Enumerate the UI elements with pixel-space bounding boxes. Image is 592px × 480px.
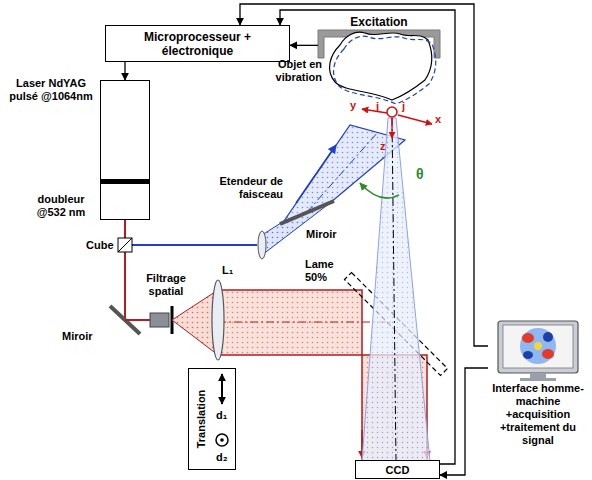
axis-y xyxy=(362,109,387,113)
translation-arrow xyxy=(221,374,223,404)
mode-lobe xyxy=(534,342,542,350)
beam-expander-lens xyxy=(258,231,266,259)
node-text: d₂ xyxy=(216,451,228,464)
translation-stage: Translation d₁ d₂ xyxy=(188,368,236,470)
out-of-plane-symbol xyxy=(216,434,228,446)
beam-axis xyxy=(218,322,392,323)
node-text: CCD xyxy=(386,463,410,476)
signal-connector xyxy=(124,62,125,80)
reference-beam xyxy=(124,220,126,320)
node-text: Translation xyxy=(195,390,208,449)
part-label: Lame 50% xyxy=(305,258,350,284)
objective xyxy=(150,313,169,327)
controller-box: Microprocesseur + électronique xyxy=(105,25,290,62)
signal-connector xyxy=(290,45,318,46)
cube xyxy=(118,238,132,252)
cube-diagonal xyxy=(118,238,132,252)
monitor xyxy=(498,321,578,373)
part-label: z xyxy=(380,140,386,153)
mode-shape xyxy=(520,328,556,364)
axis-x xyxy=(398,115,432,124)
reference-beam xyxy=(125,319,150,321)
part-label: y xyxy=(350,99,356,112)
part-label: Cube xyxy=(86,239,114,252)
part-label: Miroir xyxy=(62,330,93,343)
camera-axis xyxy=(392,118,396,461)
screen xyxy=(503,325,573,368)
node-text: Excitation xyxy=(318,15,440,29)
mirror xyxy=(280,201,334,224)
lens xyxy=(212,280,224,360)
part-label: Objet en vibration xyxy=(258,58,322,84)
signal-connector xyxy=(440,368,488,475)
monitor-base xyxy=(520,378,556,381)
part-label: Etendeur de faisceau xyxy=(203,175,283,201)
node-text: doubleur @532 nm xyxy=(27,193,95,219)
node-text: Laser NdYAG pulsé @1064nm xyxy=(9,77,93,103)
computer: Interface homme-machine +acquisition +tr… xyxy=(488,318,588,449)
node-text: Interface homme-machine +acquisition +tr… xyxy=(488,382,588,447)
measurement-point xyxy=(387,107,397,117)
mode-lobe xyxy=(543,332,553,342)
part-label: θ xyxy=(416,166,424,182)
mode-lobe xyxy=(523,351,533,359)
part-label: L₁ xyxy=(222,264,233,277)
laser-box: Laser NdYAG pulsé @1064nmdoubleur @532 n… xyxy=(100,80,150,220)
part-label: x xyxy=(435,113,441,126)
speckle-beam xyxy=(362,118,430,461)
beam-arrow xyxy=(296,145,336,203)
axis-z xyxy=(391,118,392,138)
displaced-object xyxy=(334,36,436,104)
node-text: Microprocesseur + électronique xyxy=(133,30,263,58)
laser-body xyxy=(100,80,150,220)
monitor-stand xyxy=(530,373,546,378)
part-label: j xyxy=(402,100,405,113)
beam-axis xyxy=(307,132,378,212)
mode-lobe xyxy=(542,349,554,359)
part-label: j xyxy=(376,100,379,113)
excitation-shaker: Excitation xyxy=(318,15,440,58)
node-text: d₁ xyxy=(216,409,227,422)
angle-arc xyxy=(360,183,399,198)
out-of-plane-dot xyxy=(220,438,224,442)
part-label: Filtrage spatial xyxy=(136,272,196,298)
doubler-divider xyxy=(100,179,150,184)
ccd-camera: CCD xyxy=(355,460,440,479)
diverging-beam xyxy=(172,290,218,355)
mode-lobe xyxy=(522,333,534,343)
object-beam xyxy=(132,244,257,246)
part-label: Miroir xyxy=(306,228,337,241)
